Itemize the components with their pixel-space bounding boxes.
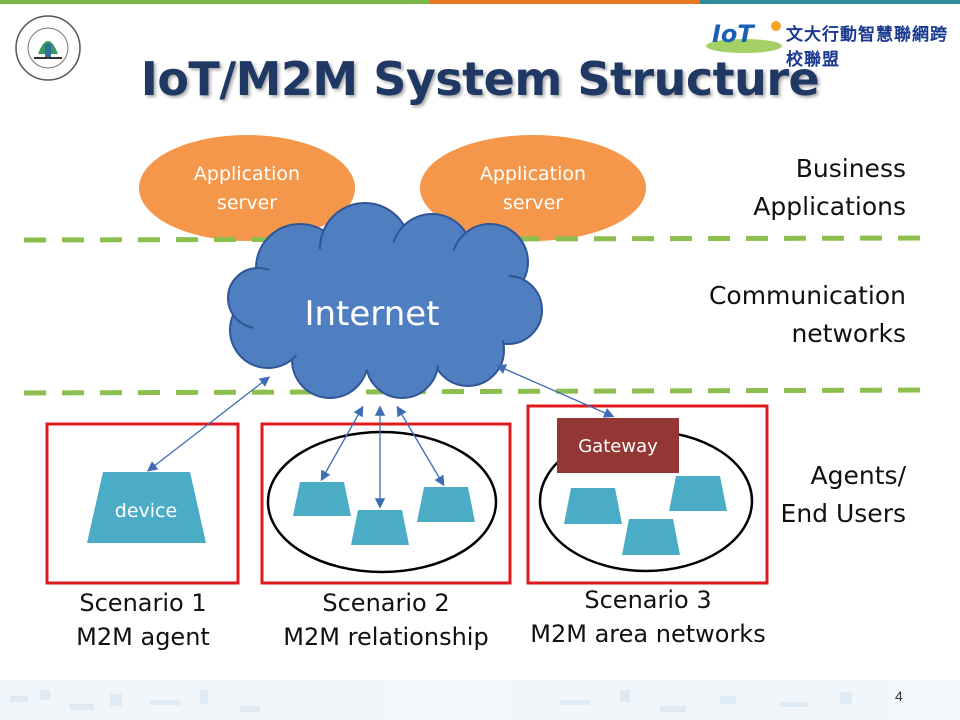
device-scenario-1 [87, 472, 206, 543]
page-number: 4 [895, 688, 903, 704]
application-server-1-shape [139, 135, 355, 241]
application-server-1-label-line2: server [217, 192, 277, 214]
layer-label-communication-line2: networks [791, 319, 906, 348]
layer-label-agents-line1: Agents/ [810, 461, 906, 490]
scenario-1-subtitle: M2M agent [76, 623, 210, 651]
layer-label-business-line1: Business [795, 154, 906, 183]
iot-alliance-logo: IoT [702, 14, 788, 58]
layer-divider-bottom [23, 387, 931, 396]
device-scenario-2-b [351, 510, 409, 545]
scenario-3-caption: Scenario 3 M2M area networks [506, 583, 790, 651]
arrow-cloud-to-gateway [495, 364, 615, 418]
scenario-1-caption: Scenario 1 M2M agent [37, 586, 249, 654]
scenario-3-subtitle: M2M area networks [530, 620, 766, 648]
device-scenario-3-c [669, 476, 727, 511]
scenario-1-title: Scenario 1 [79, 589, 207, 617]
svg-text:IoT: IoT [712, 20, 755, 48]
layer-label-agents-line2: End Users [780, 499, 906, 528]
scenario-3-frame [526, 404, 769, 585]
top-accent-bar-green [0, 0, 430, 4]
device-scenario-2-c [417, 487, 475, 522]
scenario-3-title: Scenario 3 [584, 586, 712, 614]
layer-label-business-line2: Applications [753, 192, 906, 221]
layer-label-communication: Communication networks [709, 277, 906, 353]
gateway-box [557, 418, 679, 473]
application-server-1-label-line1: Application [194, 163, 300, 185]
top-accent-bar-orange [430, 0, 700, 4]
alliance-name: 文大行動智慧聯網跨校聯盟 [786, 25, 948, 69]
gateway-label: Gateway [578, 436, 658, 457]
scenario-1-frame [45, 422, 240, 585]
application-server-2-shape [420, 135, 646, 241]
scenario-2-caption: Scenario 2 M2M relationship [258, 586, 514, 654]
bottom-decorative-pattern [0, 680, 960, 720]
connection-arrows [146, 364, 615, 509]
scenario-2-frame [260, 422, 512, 585]
device-scenario-2-a [293, 482, 351, 516]
application-server-2-label-line2: server [503, 192, 563, 214]
layer-label-business: Business Applications [753, 150, 906, 226]
arrow-cloud-to-scenario2-c [396, 405, 445, 487]
application-server-2-label-line1: Application [480, 163, 586, 185]
ministry-of-education-logo [14, 14, 82, 82]
internet-label: Internet [304, 294, 439, 334]
top-accent-bar-teal [700, 0, 960, 4]
arrow-cloud-to-device [146, 376, 271, 472]
layer-label-agents: Agents/ End Users [781, 457, 906, 533]
scenario-2-title: Scenario 2 [322, 589, 450, 617]
arrow-cloud-to-scenario2-a [320, 405, 364, 482]
device-scenario-3-a [564, 488, 622, 524]
scenario-2-subtitle: M2M relationship [283, 623, 489, 651]
device-scenario-3-b [622, 519, 680, 555]
device-label: device [115, 500, 177, 522]
layer-label-communication-line1: Communication [708, 281, 906, 310]
slide-title: IoT/M2M System Structure [140, 52, 820, 106]
